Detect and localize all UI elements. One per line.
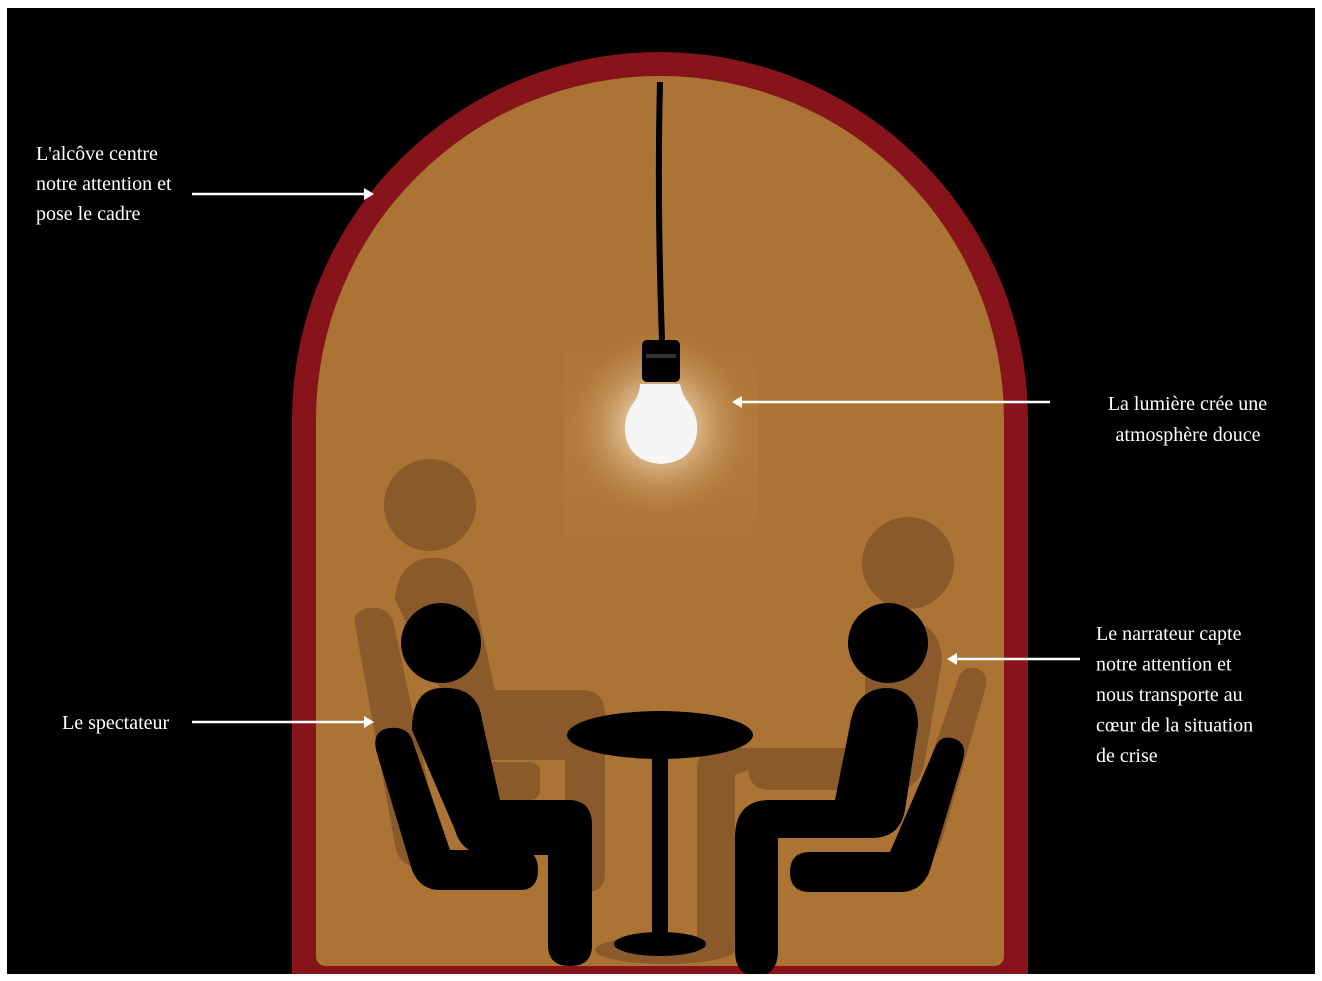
- annotation-spectator: Le spectateur: [62, 712, 169, 734]
- annotation-narrator-line: de crise: [1096, 745, 1158, 767]
- lamp-socket-band: [646, 354, 676, 358]
- lamp-socket: [642, 340, 680, 382]
- lamp-cord: [659, 82, 662, 340]
- annotation-alcove-line: notre attention et: [36, 173, 172, 195]
- illustration: L'alcôve centre notre attention et pose …: [7, 8, 1315, 974]
- annotation-narrator-line: notre attention et: [1096, 654, 1232, 676]
- annotation-narrator-line: Le narrateur capte: [1096, 623, 1242, 645]
- annotation-light-line: La lumière crée une: [1108, 393, 1267, 415]
- annotation-alcove-line: L'alcôve centre: [36, 143, 158, 165]
- annotation-light-line: atmosphère douce: [1116, 424, 1261, 446]
- annotation-spectator-line: Le spectateur: [62, 712, 169, 734]
- annotation-narrator-line: cœur de la situation: [1096, 715, 1253, 737]
- alcove-scene: L'alcôve centre notre attention et pose …: [7, 8, 1315, 974]
- annotation-alcove-line: pose le cadre: [36, 203, 141, 225]
- annotation-narrator-line: nous transporte au: [1096, 684, 1243, 706]
